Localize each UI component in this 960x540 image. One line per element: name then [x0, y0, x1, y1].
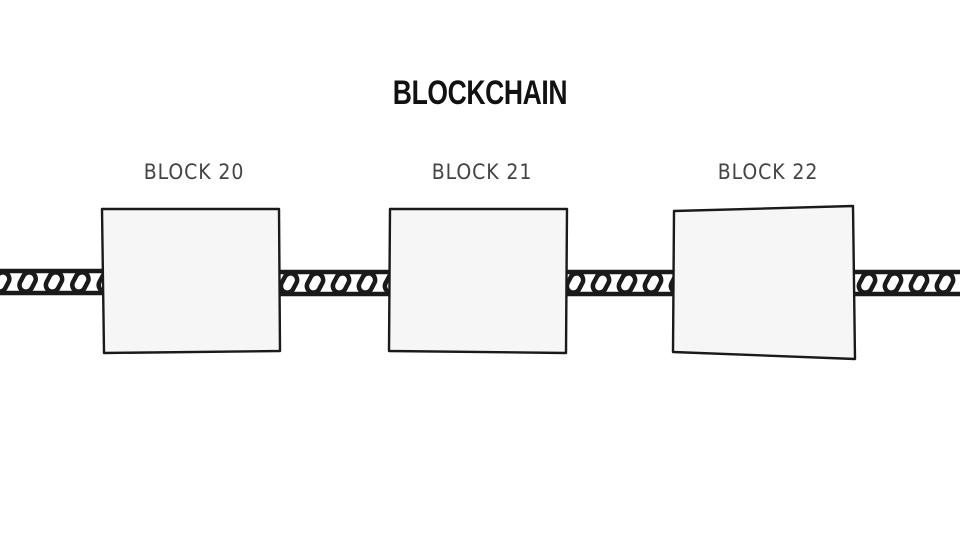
chain-link: [70, 270, 91, 294]
chain-link: [856, 271, 878, 295]
block-21: [387, 207, 569, 355]
block-label-20: BLOCK 20: [143, 160, 245, 184]
chain-right-edge: [833, 269, 960, 297]
chain-link: [590, 271, 612, 295]
diagram-title: BLOCKCHAIN: [392, 74, 568, 112]
chain-link: [616, 271, 638, 295]
chain-link: [304, 271, 326, 295]
chain-link: [356, 271, 378, 295]
chain-link: [564, 271, 586, 295]
chain-link: [882, 271, 904, 295]
chain-link: [17, 270, 38, 294]
chain-link: [330, 271, 352, 295]
chain-link: [934, 271, 956, 295]
chain-link: [43, 270, 65, 294]
block-label-21: BLOCK 21: [431, 160, 533, 184]
chain-link: [908, 271, 930, 295]
block-22: [671, 204, 857, 361]
chain-link: [278, 271, 300, 295]
block-label-22: BLOCK 22: [717, 160, 819, 184]
block-20: [100, 207, 282, 355]
chain-link: [642, 271, 664, 295]
chain-link: [0, 270, 12, 294]
